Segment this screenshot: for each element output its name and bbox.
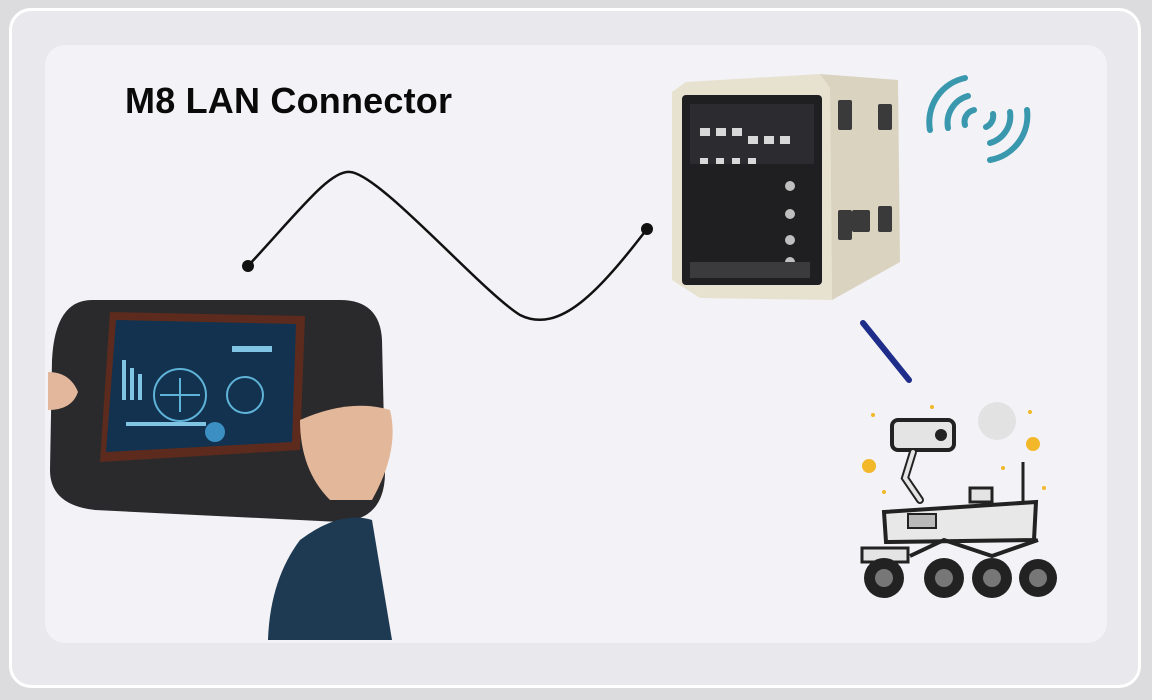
star-icons [862, 405, 1046, 494]
server-case-icon [672, 74, 900, 300]
cable-endpoint-server [641, 223, 653, 235]
wifi-signal-icon [926, 75, 1031, 163]
rugged-tablet-icon [48, 300, 393, 640]
moon-icon [978, 402, 1016, 440]
diagram-title: M8 LAN Connector [125, 80, 453, 121]
rover-robot-icon [860, 402, 1057, 598]
left-hand [48, 372, 78, 410]
sleeve [268, 517, 392, 640]
right-hand [300, 405, 393, 500]
lan-cable [242, 170, 653, 321]
radio-link-line [860, 320, 912, 383]
cable-endpoint-tablet [242, 260, 254, 272]
